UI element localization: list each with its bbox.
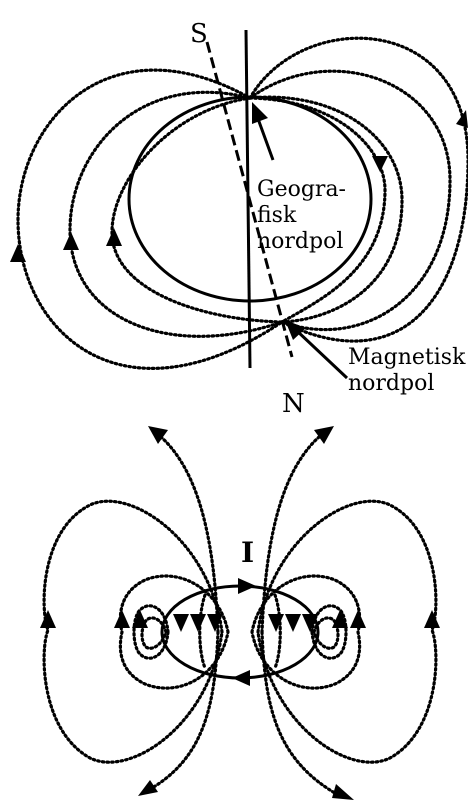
arrow-right-inner [372,156,388,172]
arrow-up-right-2 [350,610,366,628]
magnetic-pole-label-line2: nordpol [348,371,434,396]
field-line-left-outer [16,68,284,370]
field-loop-right-large [256,499,438,764]
arrow-down-inner-left-3 [207,614,223,632]
arrow-down-inner-right-3 [302,614,318,632]
label-n: N [282,389,305,419]
magnetic-pole-pointer [294,328,349,380]
field-line-right-innermost [248,96,387,324]
label-s: S [190,19,208,49]
field-line-right-inner [248,95,404,324]
geographic-pole-pointer [255,115,275,161]
magnetic-pole-label-line1: Magnetisk [348,345,466,370]
arrow-up-left-2 [132,610,148,628]
arrow-down-inner-right-2 [285,614,301,632]
magnetic-pole-pointer-head [285,320,306,340]
field-loop-left-large [42,499,224,764]
arrow-up-far-left [40,610,56,628]
earth-field-diagram: S N Geogra- fisk nordpol Magnetisk nordp… [10,19,468,419]
field-line-left-middle [68,90,284,338]
arrow-down-inner-right-1 [268,614,284,632]
arrow-open-bottom-left [138,780,158,796]
arrow-open-bottom-right [332,784,354,800]
arrow-up-right-1 [332,610,348,628]
current-arrow-top [238,578,256,594]
arrow-down-inner-left-1 [173,614,189,632]
arrow-left-middle [63,232,79,250]
field-loop-right-medium [250,574,362,690]
field-line-inner-left [198,593,207,670]
magnetic-axis [205,41,294,358]
geographic-pole-label-line1: Geogra- [257,177,346,202]
field-line-inner-right [273,593,282,670]
field-loop-left-small [132,604,170,660]
arrow-open-top-left [148,426,168,444]
current-arrow-bottom [232,670,250,686]
arrow-up-left-1 [114,610,130,628]
geographic-pole-pointer-head [252,102,268,124]
arrow-right-outer [456,110,468,128]
field-loop-right-tiny [312,616,340,650]
field-line-open-top-right [260,430,327,634]
field-loop-right-small [310,604,348,660]
arrow-left-inner [106,228,122,246]
field-loop-left-medium [118,574,230,690]
current-loop [160,584,320,680]
geographic-pole-label-line2: fisk [257,203,297,228]
field-line-left-inner [110,96,284,324]
arrow-left-outer [10,244,26,262]
current-loop-diagram: I [40,426,440,800]
geographic-pole-label-line3: nordpol [257,229,343,254]
arrow-down-inner-left-2 [190,614,206,632]
field-line-right-middle [248,69,452,332]
arrow-up-far-right [424,610,440,628]
field-loop-left-tiny [140,616,168,650]
arrow-open-top-right [314,426,334,444]
current-label: I [241,536,254,569]
field-line-open-top-left [153,430,220,634]
